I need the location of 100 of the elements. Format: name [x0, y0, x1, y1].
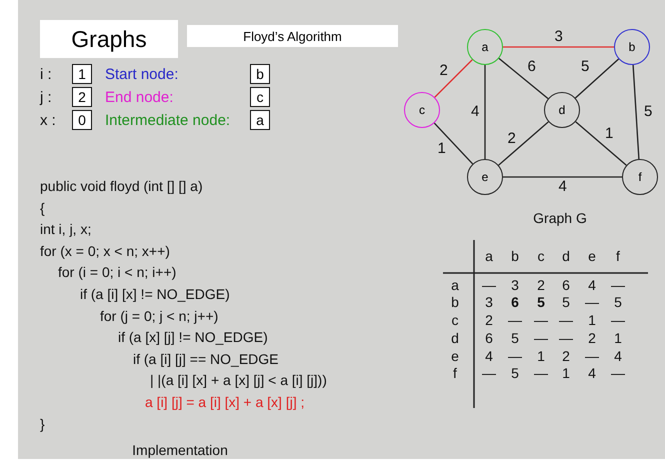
- table-cell: 6: [511, 295, 519, 309]
- graph-node-circle: e: [467, 159, 503, 195]
- table-cell: 1: [588, 313, 596, 327]
- graph-node-circle: c: [404, 92, 440, 128]
- table-cell: 4: [588, 278, 596, 292]
- caption: Graph G: [533, 211, 587, 225]
- code-line: for (j = 0; j < n; j++): [100, 308, 218, 323]
- table-header: c: [538, 249, 544, 263]
- table-header: a: [485, 249, 493, 263]
- role-label: End node:: [105, 90, 174, 104]
- table-cell: 1: [537, 349, 545, 363]
- table-cell: —: [534, 313, 548, 327]
- table-cell: —: [611, 366, 625, 380]
- graph-edge: [632, 64, 640, 160]
- edge-weight: 5: [581, 58, 590, 74]
- caption: Implementation: [132, 443, 228, 457]
- graph-edge: [574, 58, 620, 98]
- table-cell: 5: [537, 295, 545, 309]
- code-line: for (i = 0; i < n; i++): [58, 265, 176, 280]
- graph-edge: [434, 59, 473, 98]
- edge-weight: 2: [440, 62, 448, 78]
- title-box: Graphs: [40, 20, 178, 58]
- table-header: d: [562, 249, 570, 263]
- table-cell: 3: [511, 278, 519, 292]
- edge-weight: 2: [508, 130, 516, 146]
- table-cell: —: [585, 349, 599, 363]
- table-header: f: [616, 249, 620, 263]
- graph-node-circle: d: [544, 92, 580, 128]
- table-row-header: e: [451, 349, 459, 363]
- edge-weight: 3: [554, 29, 563, 44]
- code-line: int i, j, x;: [40, 222, 92, 236]
- table-cell: —: [611, 313, 625, 327]
- edge-weight: 6: [528, 58, 536, 74]
- table-cell: 2: [562, 349, 570, 363]
- graph-edge: [498, 121, 549, 166]
- table-cell: 4: [485, 349, 493, 363]
- graph-edge: [575, 121, 627, 166]
- variable-label: j :: [40, 90, 52, 104]
- table-row-header: d: [451, 331, 459, 345]
- table-cell: 2: [588, 331, 596, 345]
- code-line: if (a [i] [j] == NO_EDGE: [133, 352, 278, 366]
- table-cell: —: [585, 295, 599, 309]
- table-row-header: f: [453, 366, 457, 380]
- graph-node-circle: a: [467, 29, 503, 65]
- table-cell: 2: [485, 313, 493, 327]
- graph-edge: [498, 58, 548, 100]
- code-line: a [i] [j] = a [i] [x] + a [x] [j] ;: [145, 395, 305, 409]
- table-cell: 6: [485, 331, 493, 345]
- table-row-header: b: [451, 295, 459, 309]
- variable-label: i :: [40, 66, 52, 82]
- table-cell: —: [482, 366, 496, 380]
- code-line: public void floyd (int [] [] a): [40, 179, 203, 193]
- table-cell: —: [534, 366, 548, 380]
- code-line: }: [40, 416, 45, 431]
- edge-weight: 5: [644, 104, 652, 119]
- code-line: if (a [x] [j] != NO_EDGE): [118, 330, 268, 344]
- value-field: a: [250, 110, 270, 130]
- value-field: 2: [72, 87, 92, 107]
- table-row-header: a: [451, 278, 459, 292]
- table-cell: 1: [614, 331, 622, 345]
- value-field: b: [250, 64, 270, 84]
- graph-edge: [434, 122, 474, 164]
- graph-edge: [503, 46, 614, 48]
- graph-node-circle: b: [614, 29, 650, 65]
- table-cell: 3: [485, 295, 493, 309]
- edge-weight: 1: [438, 140, 446, 156]
- table-cell: 2: [537, 278, 545, 292]
- table-cell: —: [559, 313, 573, 327]
- table-cell: —: [482, 278, 496, 292]
- graph-node-circle: f: [622, 159, 658, 195]
- table-cell: —: [611, 278, 625, 292]
- table-row-header: c: [452, 313, 458, 327]
- table-header: e: [588, 249, 596, 263]
- variable-label: x :: [40, 112, 56, 128]
- table-cell: 4: [614, 349, 622, 363]
- code-line: if (a [i] [x] != NO_EDGE): [80, 287, 230, 301]
- code-line: {: [40, 200, 45, 215]
- role-label: Intermediate node:: [105, 112, 230, 128]
- table-header: b: [511, 249, 519, 263]
- value-field: 1: [72, 64, 92, 84]
- table-cell: —: [508, 313, 522, 327]
- subtitle-box: Floyd’s Algorithm: [187, 25, 398, 47]
- table-cell: 5: [562, 295, 570, 309]
- edge-weight: 4: [471, 104, 480, 119]
- table-cell: 5: [511, 331, 519, 345]
- table-cell: 5: [614, 295, 622, 309]
- role-label: Start node:: [105, 66, 178, 82]
- table-cell: 1: [562, 366, 570, 380]
- table-cell: 4: [588, 366, 596, 380]
- edge-weight: 4: [558, 179, 567, 194]
- value-field: c: [250, 87, 270, 107]
- table-cell: —: [559, 331, 573, 345]
- table-cell: —: [534, 331, 548, 345]
- graph-edge: [484, 65, 486, 159]
- code-line: | |(a [i] [x] + a [x] [j] < a [i] [j])): [150, 373, 327, 388]
- table-cell: —: [508, 349, 522, 363]
- table-cell: 5: [511, 366, 519, 380]
- code-line: for (x = 0; x < n; x++): [40, 244, 170, 258]
- edge-weight: 1: [605, 126, 614, 140]
- value-field: 0: [72, 110, 92, 130]
